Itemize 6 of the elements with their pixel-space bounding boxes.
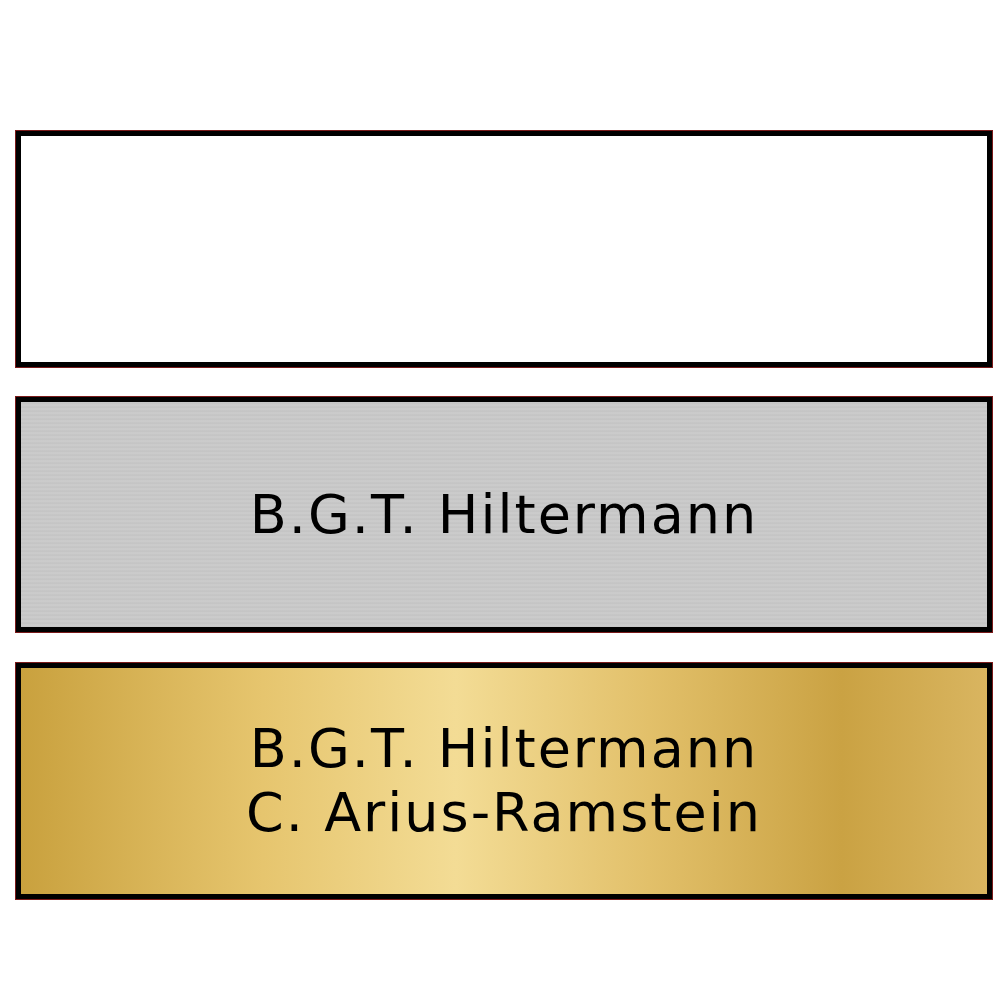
name-plate: [16, 397, 992, 632]
name-plate: [16, 131, 992, 367]
engraved-name: C. Arius-Ramstein: [246, 781, 762, 845]
engraved-name: B.G.T. Hiltermann: [249, 482, 759, 547]
name-plate: [16, 663, 992, 899]
engraved-name: B.G.T. Hiltermann: [249, 717, 759, 781]
